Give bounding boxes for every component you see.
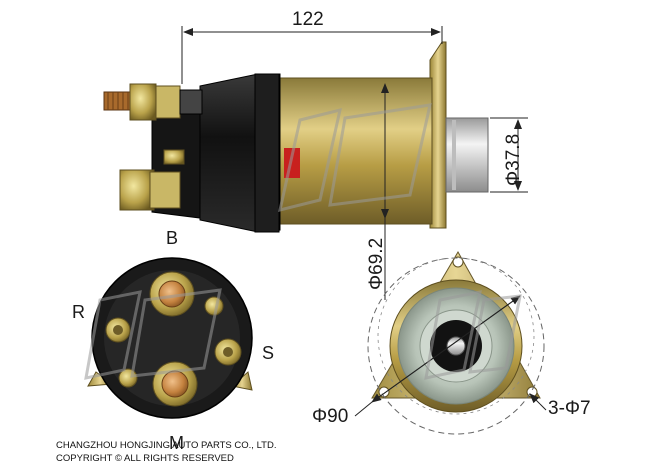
terminal-m-label: M — [169, 433, 184, 453]
watermark-logo — [84, 103, 522, 380]
side-view — [103, 41, 489, 233]
dim-plunger-lines — [490, 117, 528, 193]
dim-plunger-label: Φ37.8 — [503, 133, 524, 186]
terminal-s-label: S — [262, 343, 275, 363]
dim-flange-lines — [354, 295, 521, 417]
dim-holes-label: 3-Φ7 — [548, 398, 591, 419]
dim-holes-lines — [529, 393, 547, 411]
front-view — [367, 250, 545, 435]
footer-company: CHANGZHOU HONGJING AUTO PARTS CO., LTD. — [56, 440, 277, 451]
terminal-b-label: B — [166, 228, 179, 248]
gold-housing — [279, 77, 433, 225]
dim-body-label: Φ69.2 — [366, 237, 387, 290]
dim-flange-label: Φ90 — [312, 406, 349, 427]
rear-view — [87, 257, 253, 419]
terminal-r-label: R — [72, 302, 85, 322]
dim-length-label: 122 — [292, 9, 324, 30]
footer-copyright: COPYRIGHT © ALL RIGHTS RESERVED — [56, 453, 234, 464]
dim-length-lines — [181, 26, 443, 84]
bolt-circle-dashed — [377, 257, 535, 415]
